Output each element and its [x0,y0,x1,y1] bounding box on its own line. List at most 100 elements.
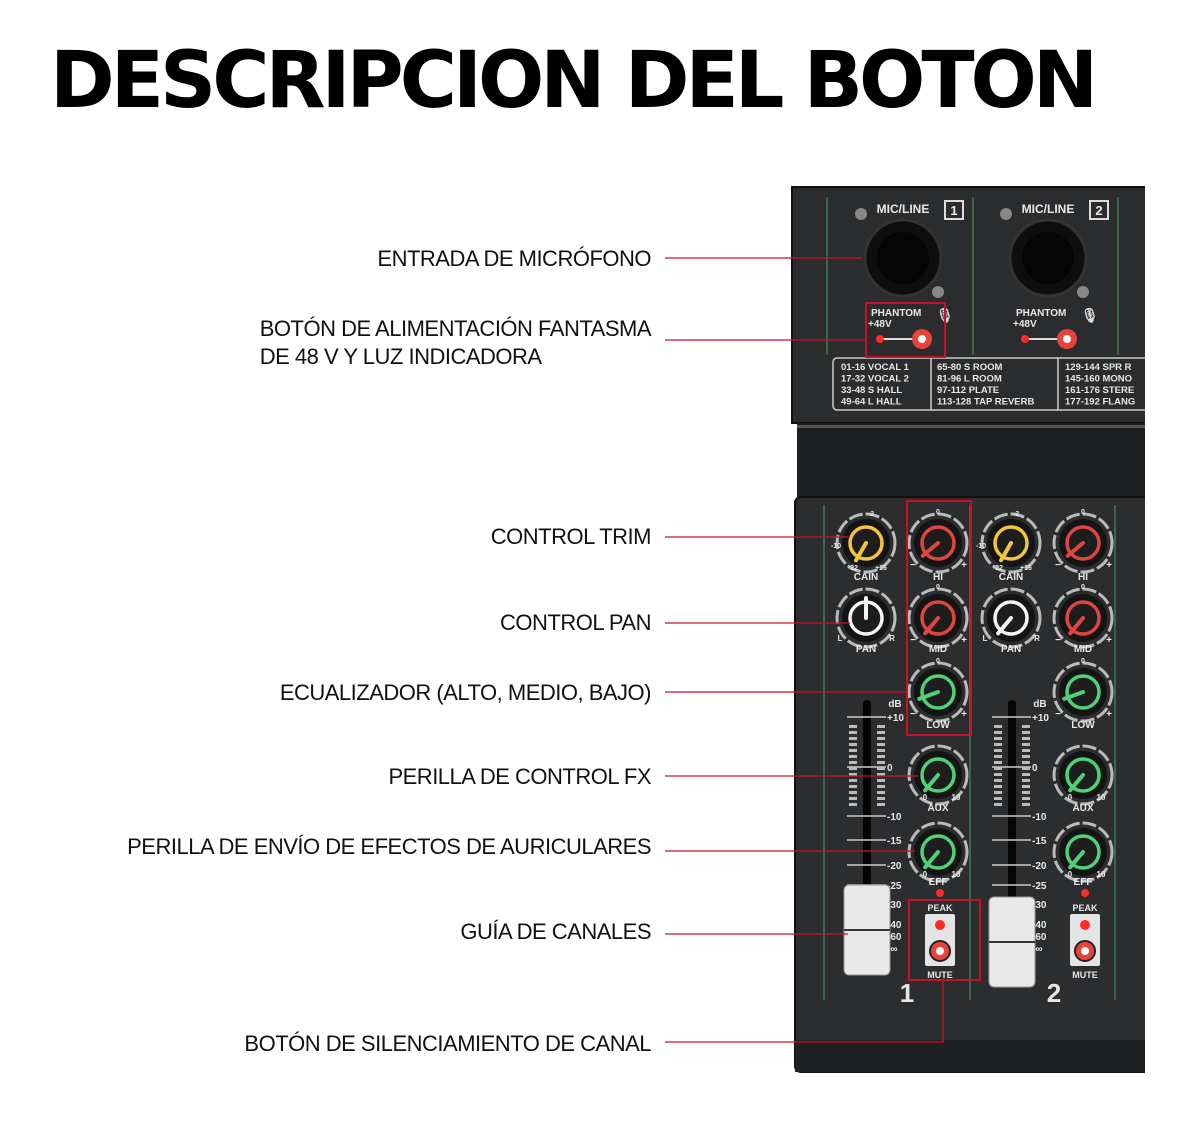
screw-icon [1077,286,1089,298]
eff-knob-pointer [1068,850,1085,870]
phantom-voltage-label: +48V [868,319,892,330]
mic-line-label: MIC/LINE [1022,202,1075,216]
hi-scale-center: 0 [936,509,940,516]
pan-scale-left: L [983,634,988,643]
gain-scale-top: -2 [1013,511,1019,518]
meter-segment [877,725,885,728]
meter-segment [994,731,1002,734]
aux-knob[interactable] [1052,744,1114,806]
effect-preset: 17-32 VOCAL 2 [841,374,909,385]
gain-label: CAIN [999,572,1023,583]
meter-segment [994,761,1002,764]
effect-preset: 97-112 PLATE [937,385,999,396]
fader-scale-label: -∞ [1032,944,1042,955]
fader-scale-label: -10 [887,812,902,823]
meter-segment [994,767,1002,770]
screw-icon [932,286,944,298]
meter-segment [1022,743,1030,746]
callout-eq: ECUALIZADOR (ALTO, MEDIO, BAJO) [279,680,652,705]
mid-scale-plus: + [1106,635,1112,646]
fader-scale-label: -∞ [887,944,897,955]
pan-scale-right: R [889,634,895,643]
meter-segment [877,803,885,806]
mid-knob-pointer [923,616,940,636]
meter-segment [994,755,1002,758]
low-scale-plus: + [961,709,967,720]
gain-scale-max: +16 [1020,565,1032,572]
bottom-panel-edge [795,1040,1152,1072]
fader-track [863,700,871,900]
mid-knob[interactable] [907,587,969,649]
effect-preset: 145-160 MONO [1065,374,1132,385]
meter-segment [877,791,885,794]
hi-scale-plus: + [961,560,967,571]
low-scale-center: 0 [1081,658,1085,665]
aux-label: AUX [1072,803,1093,814]
meter-segment [1022,737,1030,740]
hi-knob[interactable] [1052,512,1114,574]
callout-phantom-line1: BOTÓN DE ALIMENTACIÓN FANTASMA [259,316,652,341]
meter-segment [849,797,857,800]
gain-knob[interactable] [980,512,1042,574]
hi-scale-ring [1052,512,1114,574]
meter-segment [849,725,857,728]
hi-knob-pointer [1065,541,1085,558]
low-knob-pointer [917,690,940,701]
mid-label: MID [929,644,947,655]
pan-label: PAN [1001,644,1021,655]
fader-cap[interactable] [843,884,891,976]
meter-segment [849,785,857,788]
hi-knob[interactable] [907,512,969,574]
effect-preset: 49-64 L HALL [841,397,902,408]
meter-segment [994,797,1002,800]
eff-knob[interactable] [907,821,969,883]
effect-preset: 01-16 VOCAL 1 [841,362,910,373]
highlight-box-mute [908,899,981,981]
middle-strip [797,423,1152,499]
low-knob[interactable] [1052,661,1114,723]
effect-preset: 113-128 TAP REVERB [937,397,1034,408]
meter-segment [849,749,857,752]
mid-knob[interactable] [1052,587,1114,649]
pan-knob[interactable] [835,587,897,649]
eff-label: EFF [929,877,948,888]
gain-knob[interactable] [835,512,897,574]
meter-segment [849,767,857,770]
page-margin [1145,180,1200,1080]
eff-scale-min: 0 [923,870,928,879]
low-label: LOW [1071,720,1095,731]
fader-scale-label: -15 [1032,836,1047,847]
meter-segment [1022,767,1030,770]
peak-led-icon [1080,920,1090,930]
signal-led-icon [1081,889,1089,897]
meter-segment [994,785,1002,788]
fader-scale-label: -60 [1032,932,1047,943]
callout-fx: PERILLA DE CONTROL FX [388,764,651,789]
gain-scale-min: -22 [848,565,858,572]
microphone-icon: 🎙 [1081,307,1099,323]
combo-jack-socket [1022,232,1074,284]
fader-cap[interactable] [988,896,1036,988]
eff-knob[interactable] [1052,821,1114,883]
gain-scale-ring [980,512,1042,574]
fader-scale-label: +10 [887,713,904,724]
low-knob[interactable] [907,661,969,723]
combo-jack-socket [877,232,929,284]
fader-scale-label: -30 [887,900,902,911]
highlight-box-eq [906,500,972,736]
meter-segment [1022,785,1030,788]
effect-preset: 177-192 FLANG [1065,397,1135,408]
meter-segment [849,737,857,740]
callout-trim: CONTROL TRIM [490,524,652,549]
mid-scale-center: 0 [1081,584,1085,591]
gain-knob-pointer [999,541,1013,563]
low-scale-minus: − [1055,709,1061,720]
phantom-led-icon [876,335,884,343]
meter-segment [849,731,857,734]
pan-knob[interactable] [980,587,1042,649]
low-scale-center: 0 [936,658,940,665]
meter-segment [877,731,885,734]
peak-led-icon [935,920,945,930]
aux-knob[interactable] [907,744,969,806]
eff-scale-max: 10 [1097,870,1106,879]
